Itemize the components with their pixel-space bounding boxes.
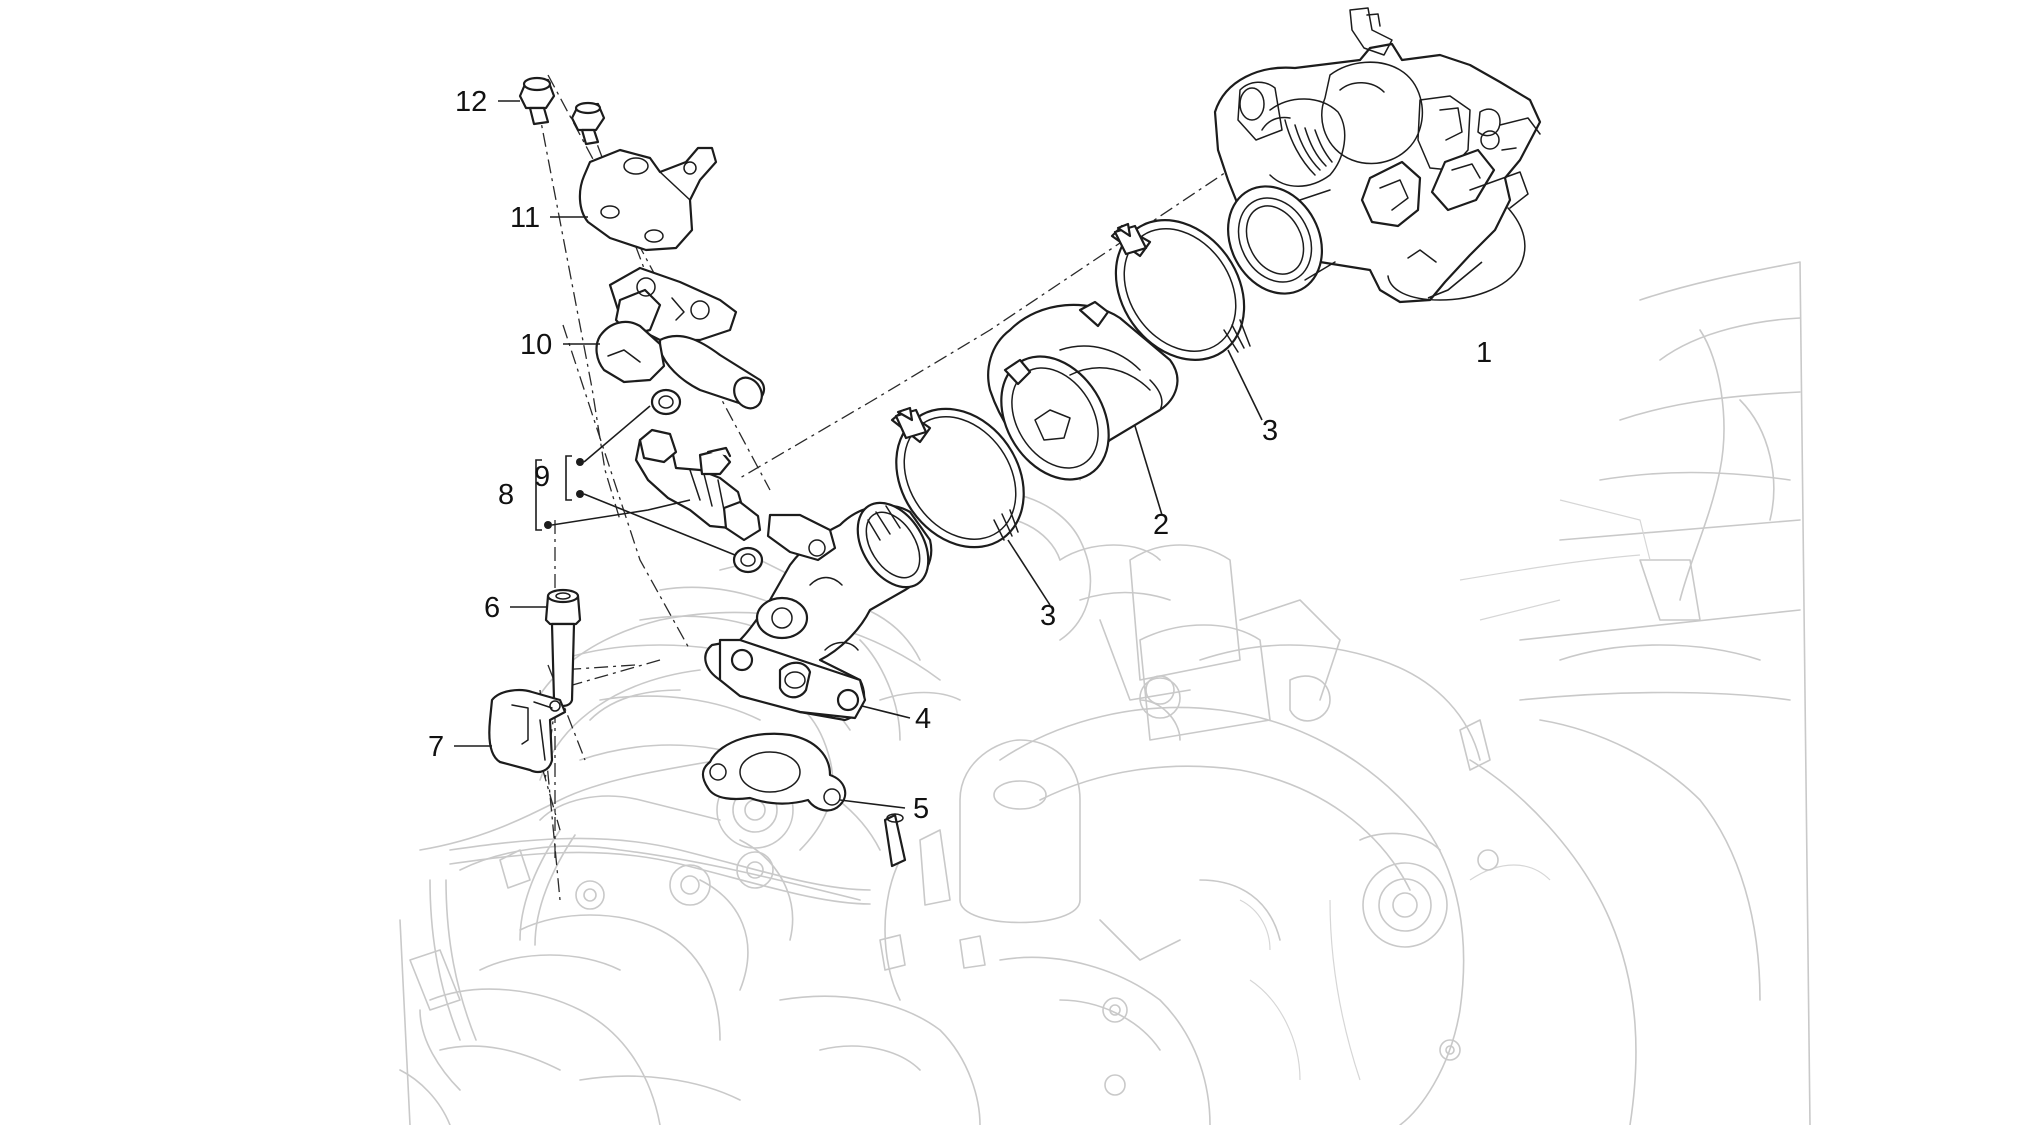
callout-5: 5 [913, 793, 929, 825]
injector-part-8 [634, 428, 762, 542]
hose-clamp-lower-part-3 [890, 406, 1025, 549]
engine-background-outline [399, 261, 1811, 1125]
bracket-9 [565, 455, 572, 501]
callout-3-upper: 3 [1262, 415, 1278, 447]
callout-labels: 1 2 3 3 4 5 6 7 8 9 10 11 12 [428, 86, 1492, 825]
o-ring-upper-part-9 [650, 388, 682, 416]
leader-3-upper [1227, 349, 1263, 421]
leader-1 [1427, 261, 1483, 299]
callout-6: 6 [484, 592, 500, 624]
throttle-body-part-1 [1213, 7, 1542, 304]
screws-part-12 [518, 76, 606, 146]
bracket-8 [535, 459, 542, 531]
o-ring-lower-part-9 [732, 546, 764, 574]
callout-12: 12 [455, 86, 487, 118]
leader-lines [454, 100, 1483, 809]
callout-10: 10 [520, 329, 552, 361]
leader-2 [1134, 425, 1163, 516]
callout-8: 8 [498, 479, 514, 511]
callout-3-lower: 3 [1040, 600, 1056, 632]
bolt-part-6 [544, 588, 582, 708]
bracket-part-7 [488, 689, 567, 774]
hose-clamp-upper-part-3 [1110, 219, 1251, 361]
leader-5 [839, 799, 906, 809]
callout-7: 7 [428, 731, 444, 763]
gasket-part-5 [701, 732, 907, 868]
leader-3-lower [1007, 539, 1051, 606]
callout-4: 4 [915, 703, 931, 735]
mounting-plate-part-11 [578, 146, 718, 252]
callout-2: 2 [1153, 509, 1169, 541]
callout-1: 1 [1476, 337, 1492, 369]
fuel-rail-part-10 [595, 266, 766, 410]
intake-sleeve-part-2 [987, 300, 1179, 481]
intake-manifold-part-4 [704, 501, 933, 722]
callout-9: 9 [534, 461, 550, 493]
callout-11: 11 [510, 202, 540, 234]
leader-4 [861, 705, 911, 719]
